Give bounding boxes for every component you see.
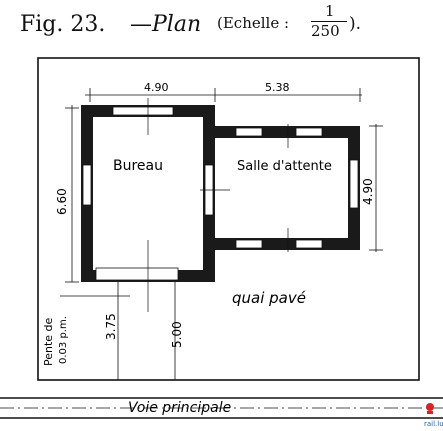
site-border bbox=[37, 57, 420, 381]
caption-scale-label: (Echelle : bbox=[217, 14, 290, 32]
dim-dist-b: 5.00 bbox=[170, 321, 184, 348]
right-dimension bbox=[369, 124, 383, 252]
track bbox=[0, 397, 443, 419]
salle-openings bbox=[235, 127, 359, 249]
centre-lines bbox=[147, 98, 289, 312]
scale-denominator: 250 bbox=[311, 22, 340, 40]
dim-width-bureau: 4.90 bbox=[144, 81, 169, 94]
bureau-label: Bureau bbox=[113, 158, 163, 174]
caption-close: ). bbox=[349, 14, 362, 34]
scale-numerator: 1 bbox=[325, 2, 335, 20]
dim-width-salle: 5.38 bbox=[265, 81, 290, 94]
voie-label: Voie principale bbox=[128, 400, 231, 416]
pente-value: 0.03 p.m. bbox=[58, 316, 69, 364]
dim-dist-a: 3.75 bbox=[104, 313, 118, 340]
lower-distance-lines bbox=[60, 282, 176, 380]
figure-caption: Fig. 23. — Plan (Echelle : 1 250 ). bbox=[12, 2, 432, 42]
caption-plan: Plan bbox=[152, 12, 202, 37]
left-dimension bbox=[65, 105, 79, 283]
quai-label: quai pavé bbox=[232, 289, 306, 307]
svg-text:rail.lu: rail.lu bbox=[424, 420, 443, 428]
salle-walls bbox=[215, 126, 360, 250]
watermark-logo: rail.lu bbox=[424, 403, 443, 428]
dim-height-salle: 4.90 bbox=[361, 178, 375, 205]
pente-label: Pente de bbox=[42, 317, 55, 366]
salle-label: Salle d'attente bbox=[237, 159, 332, 174]
caption-dash: — bbox=[130, 12, 152, 37]
figure-number: Fig. 23. bbox=[20, 12, 106, 37]
top-dimension bbox=[85, 88, 362, 102]
fraction-bar bbox=[311, 21, 347, 22]
dim-height-bureau: 6.60 bbox=[55, 188, 69, 215]
